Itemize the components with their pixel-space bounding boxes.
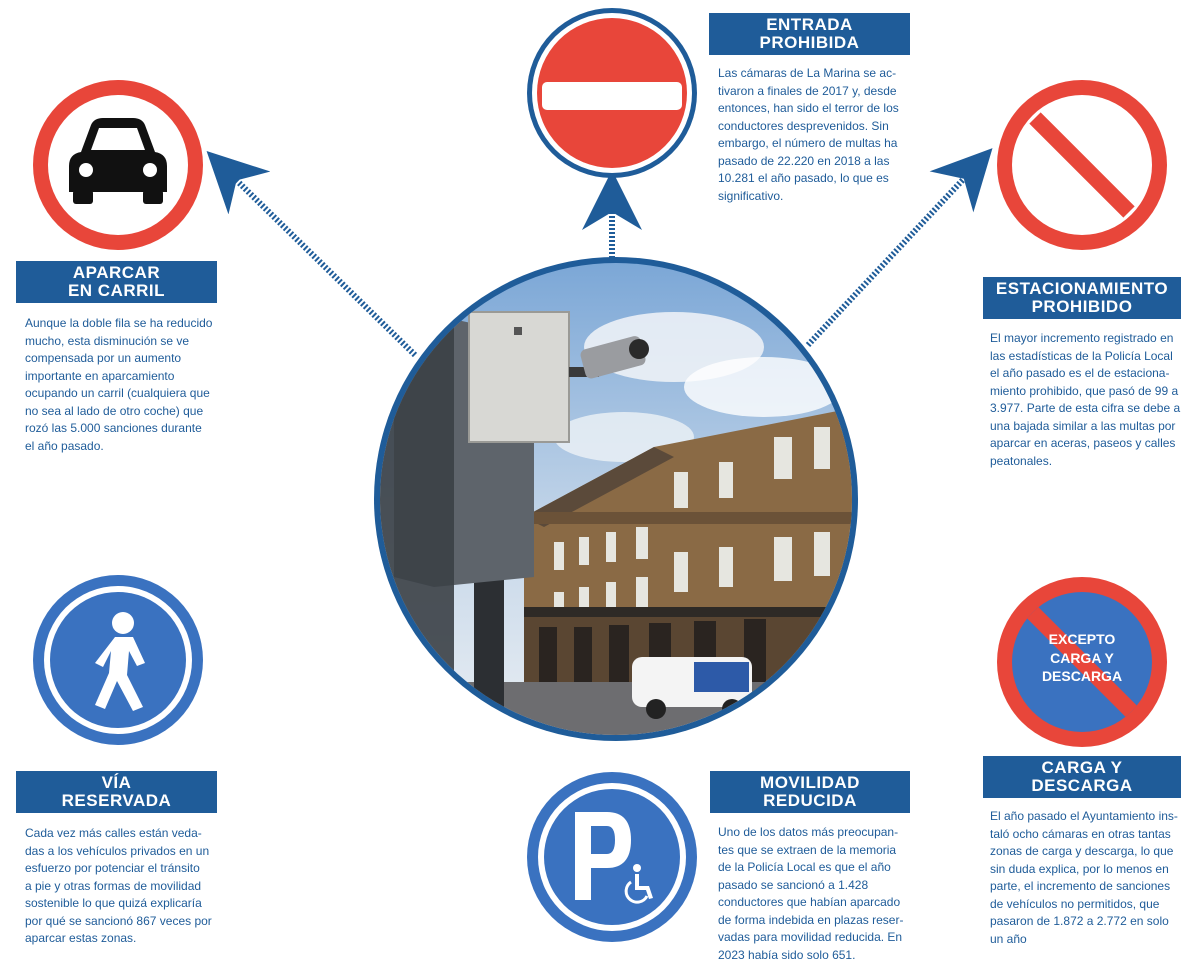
- aparcar-title-line-2: EN CARRIL: [67, 281, 166, 300]
- carga-title-line-1: CARGA Y: [1041, 758, 1123, 777]
- disabled-parking-icon: [527, 772, 697, 942]
- loading-zone-sign-text: EXCEPTO CARGA Y DESCARGA: [1041, 631, 1123, 684]
- via-title-line-2: RESERVADA: [61, 791, 172, 810]
- estacionamiento-title-banner: ESTACIONAMIENTO PROHIBIDO: [983, 277, 1181, 319]
- via-body: Cada vez más calles están veda- das a lo…: [25, 826, 212, 945]
- carga-title-line-2: DESCARGA: [1031, 776, 1133, 795]
- carga-title-banner: CARGA Y DESCARGA: [983, 756, 1181, 798]
- estacionamiento-title-line-2: PROHIBIDO: [1031, 297, 1133, 316]
- estacionamiento-title-line-1: ESTACIONAMIENTO: [995, 279, 1169, 298]
- aparcar-title-line-1: APARCAR: [72, 263, 161, 282]
- no-parking-icon: [997, 80, 1167, 250]
- aparcar-title-banner: APARCAR EN CARRIL: [16, 261, 217, 303]
- estacionamiento-body: El mayor incremento registrado en las es…: [990, 331, 1181, 468]
- pedestrian-icon: [33, 575, 203, 745]
- entrada-title-line-2: PROHIBIDA: [759, 33, 860, 52]
- no-entry-icon: [527, 3, 697, 183]
- entrada-body: Las cámaras de La Marina se ac- tivaron …: [718, 66, 899, 203]
- movilidad-body: Uno de los datos más preocupan- tes que …: [718, 825, 904, 962]
- movilidad-title-line-2: REDUCIDA: [763, 791, 857, 810]
- movilidad-title-banner: MOVILIDAD REDUCIDA: [710, 771, 910, 813]
- loading-zone-icon: EXCEPTO CARGA Y DESCARGA: [997, 577, 1167, 747]
- via-title-line-1: VÍA: [101, 773, 132, 792]
- via-title-banner: VÍA RESERVADA: [16, 771, 217, 813]
- entrada-title-line-1: ENTRADA: [766, 15, 853, 34]
- carga-body: El año pasado el Ayuntamiento ins- taló …: [990, 809, 1178, 946]
- camera-photo: [374, 257, 858, 741]
- movilidad-title-line-1: MOVILIDAD: [760, 773, 860, 792]
- car-icon: [33, 80, 203, 250]
- aparcar-body: Aunque la doble fila se ha reducido much…: [25, 316, 213, 453]
- entrada-title-banner: ENTRADA PROHIBIDA: [709, 13, 910, 55]
